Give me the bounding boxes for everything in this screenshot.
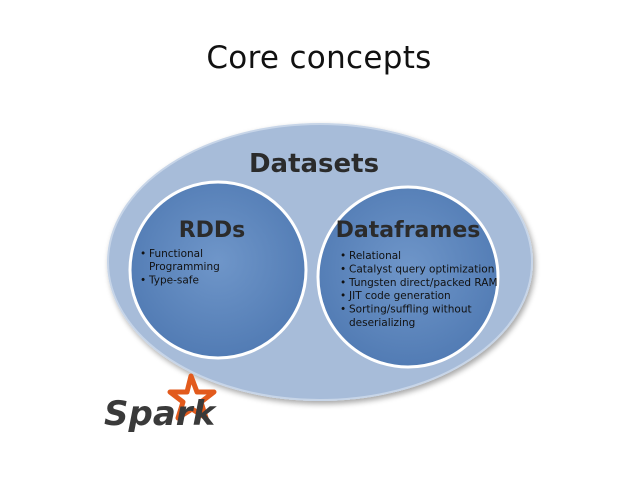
dataframes-bullet-item: Catalyst query optimization bbox=[349, 263, 494, 275]
dataframes-bullet-item: Sorting/suffling without bbox=[349, 304, 472, 316]
dataframes-bullet-dot: • bbox=[340, 290, 346, 302]
rdds-bullet-dot: • bbox=[140, 248, 146, 260]
dataframes-label: Dataframes bbox=[336, 218, 481, 243]
dataframes-bullet-item: deserializing bbox=[349, 317, 415, 329]
rdds-bullet-item: Programming bbox=[149, 261, 220, 273]
dataframes-bullet-item: Relational bbox=[349, 250, 401, 262]
dataframes-bullet-dot: • bbox=[340, 277, 346, 289]
rdds-circle bbox=[128, 180, 308, 360]
dataframes-bullet-list: •Relational•Catalyst query optimization•… bbox=[340, 250, 498, 329]
dataframes-bullet-item: Tungsten direct/packed RAM bbox=[348, 277, 498, 289]
rdds-bullet-item: Functional bbox=[149, 248, 203, 260]
dataframes-bullet-dot: • bbox=[340, 250, 346, 262]
dataframes-bullet-dot: • bbox=[340, 304, 346, 316]
dataframes-bullet-dot: • bbox=[340, 263, 346, 275]
dataframes-circle bbox=[316, 185, 500, 369]
spark-star-icon bbox=[167, 373, 217, 421]
rdds-bullet-dot: • bbox=[140, 274, 146, 286]
dataframes-bullet-item: JIT code generation bbox=[348, 290, 451, 302]
rdds-label: RDDs bbox=[179, 218, 246, 243]
spark-logo-text: Spark bbox=[104, 394, 218, 434]
rdds-bullet-item: Type-safe bbox=[148, 274, 199, 286]
spark-logo: Spark bbox=[104, 373, 218, 434]
slide-title: Core concepts bbox=[206, 40, 432, 76]
datasets-label: Datasets bbox=[249, 149, 379, 179]
